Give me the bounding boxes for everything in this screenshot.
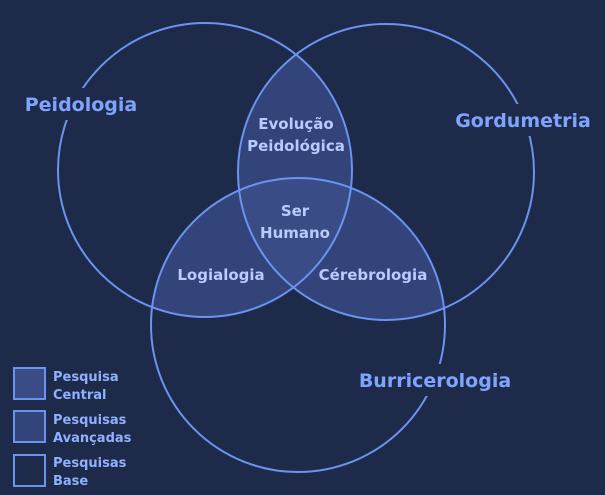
zone-label-left: Logialogia [177,266,264,284]
legend-label-avancadas-line1: Pesquisas [53,413,127,428]
label-bg-burricerologia [350,364,520,396]
zone-label-center-line2: Humano [260,224,330,242]
overlap-gordumetria-burricerologia [238,178,445,320]
zone-label-top-line2: Peidológica [247,137,345,155]
set-label-peidologia: Peidologia [25,94,137,116]
zone-label-top-line1: Evolução [258,115,333,133]
set-label-burricerologia: Burricerologia [359,370,511,392]
circle-burricerologia [150,177,446,473]
zone-label-right: Cérebrologia [319,266,428,284]
circle-peidologia [57,22,353,318]
legend: Pesquisa Central Pesquisas Avançadas Pes… [13,367,132,489]
set-label-gordumetria: Gordumetria [455,110,591,132]
label-bg-peidologia [20,88,142,120]
legend-label-central-line1: Pesquisa [53,370,119,385]
label-bg-gordumetria [450,104,598,136]
overlap-peidologia-burricerologia [151,178,352,317]
legend-swatch-central [13,367,46,400]
legend-label-base-line1: Pesquisas [53,456,127,471]
legend-swatch-avancadas [13,410,46,443]
zone-label-center-line1: Ser [281,202,310,220]
circle-gordumetria [237,23,535,321]
legend-label-central-line2: Central [53,388,106,403]
legend-swatch-base [13,454,46,487]
legend-label-base-line2: Base [53,474,88,489]
legend-label-avancadas-line2: Avançadas [53,431,132,446]
